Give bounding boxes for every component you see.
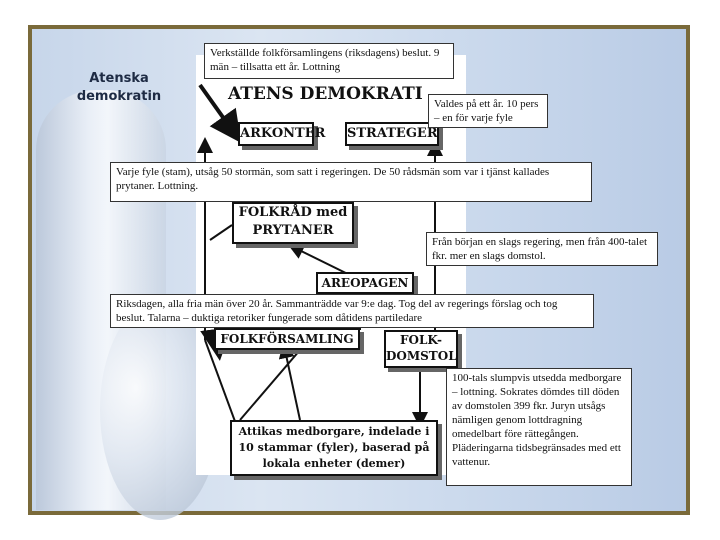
box-areopagen-label: AREOPAGEN [321,276,409,290]
box-medborgare-line3: lokala enheter (demer) [262,457,406,470]
box-medborgare-line1: Attikas medborgare, indelade i [238,425,430,438]
box-medborgare-line2: 10 stammar (fyler), baserad på [238,441,430,454]
box-folkdomstol: FOLK- DOMSTOL [384,330,458,368]
connector-line [209,224,233,241]
box-arkonter: ARKONTER [238,122,325,146]
box-folkrad: FOLKRÅD med PRYTANER [232,202,354,244]
connector-line [278,342,301,421]
box-strateger-label: STRATEGER [347,126,438,141]
note-areopagen: Från början en slags regering, men från … [426,232,658,266]
slide-sidebar-title: Atenska demokratin [76,71,162,104]
box-folkdomstol-line2: DOMSTOL [386,349,457,363]
note-folkrad: Varje fyle (stam), utsåg 50 stormän, som… [110,162,592,202]
note-folkdomstol: 100-tals slumpvis utsedda medborgare – l… [446,368,632,486]
box-medborgare: Attikas medborgare, indelade i 10 stamma… [230,420,438,476]
box-folkforsamling: FOLKFÖRSAMLING [214,328,360,350]
box-folkdomstol-line1: FOLK- [400,333,442,347]
note-strateger: Valdes på ett år. 10 pers – en för varje… [428,94,548,128]
diagram-title: ATENS DEMOKRATI [228,84,423,104]
box-arkonter-label: ARKONTER [240,126,326,141]
box-folkrad-line2: PRYTANER [252,223,334,238]
note-folkforsamling: Riksdagen, alla fria män över 20 år. Sam… [110,294,594,328]
box-strateger: STRATEGER [345,122,439,146]
pointer-arrow [198,83,242,144]
box-folkrad-line1: FOLKRÅD med [238,205,348,220]
note-arkonter: Verkställde folkförsamlingens (riksdagen… [204,43,454,79]
box-areopagen: AREOPAGEN [316,272,414,294]
box-folkforsamling-label: FOLKFÖRSAMLING [220,332,354,346]
